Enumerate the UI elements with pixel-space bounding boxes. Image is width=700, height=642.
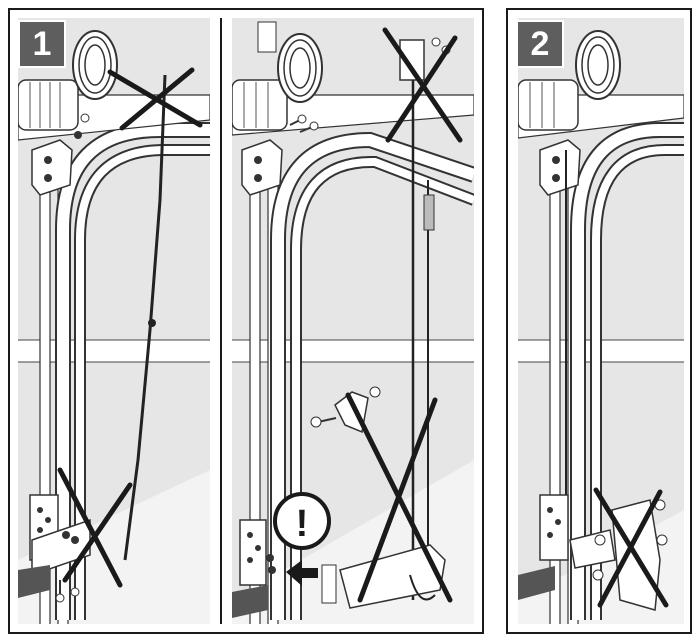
panel-b: ! <box>232 18 474 624</box>
cable-icon <box>123 74 167 561</box>
step-1-badge: 1 <box>18 20 66 68</box>
panel-a <box>18 18 210 624</box>
arrow-icon <box>286 560 318 586</box>
bracket-icon <box>239 519 276 586</box>
cross-mark-icon <box>382 27 463 143</box>
cross-mark-icon <box>107 67 203 131</box>
bolt-icon <box>55 113 90 603</box>
step-2-badge: 2 <box>516 20 564 68</box>
bracket-icon <box>539 139 581 196</box>
spring-drum-icon <box>232 21 323 131</box>
spring-drum-icon <box>18 30 118 131</box>
bracket-icon <box>31 131 82 196</box>
cross-mark-icon <box>57 467 133 588</box>
bracket-icon <box>29 494 91 577</box>
cross-mark-icon <box>593 487 669 608</box>
cross-mark-icon <box>345 392 453 603</box>
spring-drum-icon <box>518 30 621 131</box>
panel-c <box>518 18 684 624</box>
warning-icon: ! <box>273 492 331 550</box>
warning-symbol: ! <box>296 503 309 545</box>
bracket-icon <box>241 139 283 196</box>
bolt-icon <box>592 499 668 581</box>
